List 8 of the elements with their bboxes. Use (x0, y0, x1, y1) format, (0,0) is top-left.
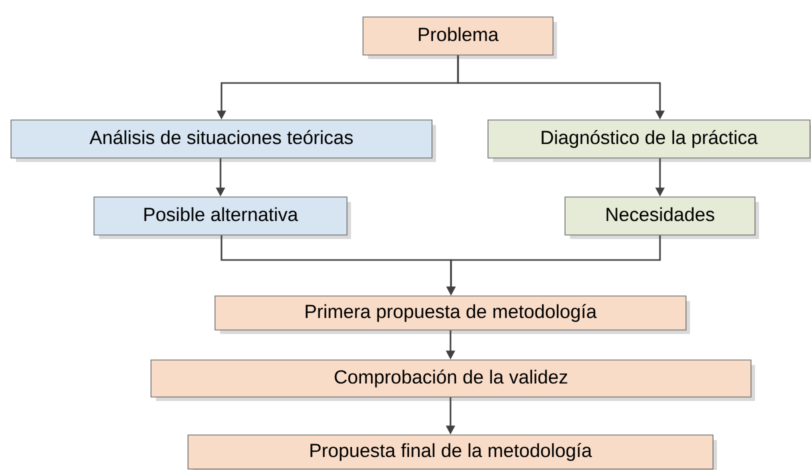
process-box: Necesidades (564, 196, 759, 239)
process-box: Diagnóstico de la práctica (488, 120, 811, 162)
process-box: Posible alternativa (94, 196, 351, 239)
process-box: Primera propuesta de metodología (214, 296, 690, 334)
process-box: Comprobación de la validez (150, 360, 755, 401)
process-box: Propuesta final de la metodología (188, 434, 717, 470)
process-box: Análisis de situaciones teóricas (10, 120, 436, 162)
process-box: Problema (362, 16, 557, 59)
